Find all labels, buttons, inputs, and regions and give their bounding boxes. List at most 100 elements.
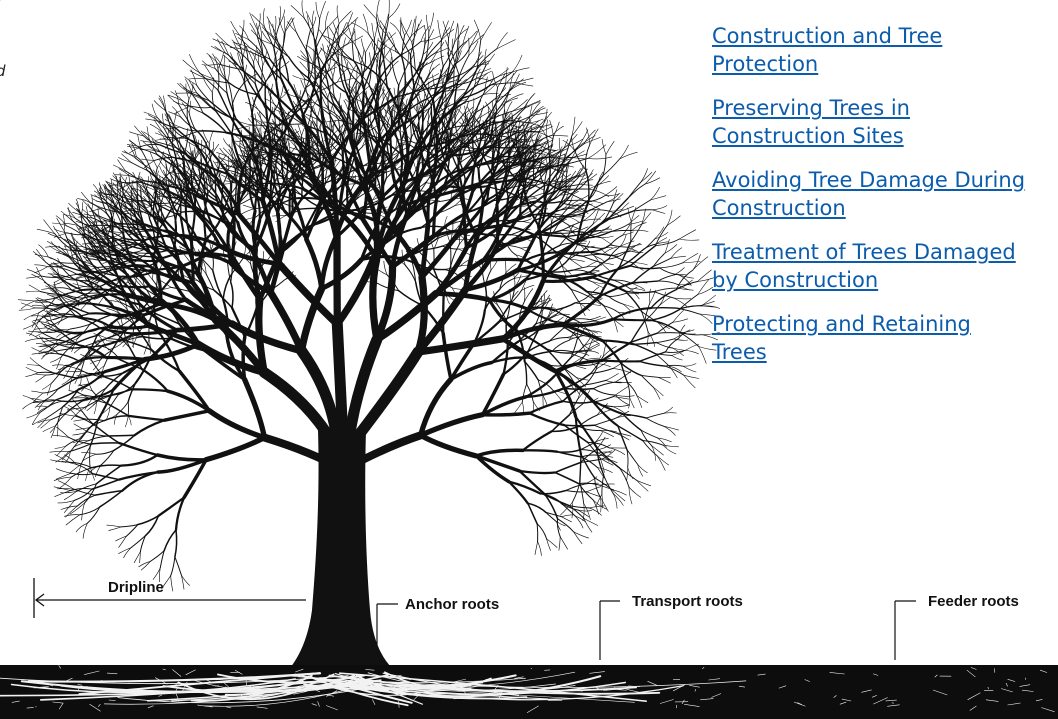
tree-branch (417, 376, 454, 438)
tree-branch (288, 56, 310, 79)
tree-branch (418, 73, 430, 93)
tree-branch (554, 176, 558, 190)
tree-branch (185, 78, 192, 94)
tree-branch (287, 137, 290, 149)
tree-branch (563, 176, 576, 188)
tree-branch (588, 505, 605, 509)
tree-branch (492, 100, 495, 116)
tree-branch (100, 223, 120, 232)
tree-branch (121, 252, 133, 257)
tree-branch (92, 398, 104, 406)
tree-branch (289, 147, 305, 154)
tree-branch (105, 340, 124, 343)
tree-branch (583, 390, 591, 404)
tree-branch (598, 452, 610, 462)
tree-branch (396, 163, 404, 170)
tree-branch (608, 245, 622, 260)
tree-branch (531, 165, 551, 169)
tree-branch (59, 276, 84, 291)
tree-branch (144, 286, 155, 307)
tree-branch (49, 289, 60, 295)
tree-branch (449, 340, 477, 382)
tree-branch (230, 281, 234, 309)
tree-branch (377, 14, 384, 32)
tree-branch (559, 233, 570, 247)
tree-branch (399, 92, 408, 104)
tree-branch (505, 101, 513, 117)
tree-branch (381, 30, 384, 56)
tree-branch (627, 466, 634, 479)
tree-branch (57, 268, 62, 280)
tree-branch (356, 67, 367, 79)
tree-branch (131, 143, 137, 157)
tree-branch (104, 327, 118, 335)
tree-branch (583, 518, 593, 533)
tree-branch (176, 260, 179, 276)
tree-branch (291, 17, 297, 33)
tree-branch (403, 128, 433, 183)
tree-branch (519, 169, 542, 185)
tree-branch (534, 170, 547, 187)
tree-branch (68, 202, 80, 213)
tree-branch (318, 87, 336, 107)
tree-branch (48, 340, 58, 352)
tree-branch (542, 395, 548, 406)
tree-branch (478, 149, 493, 174)
root-strand (384, 671, 492, 689)
tree-crown (17, 0, 721, 592)
tree-branch (509, 78, 524, 91)
tree-branch (521, 383, 528, 403)
tree-branch (87, 225, 90, 242)
tree-branch (495, 87, 499, 112)
tree-branch (353, 60, 365, 89)
tree-branch (525, 357, 552, 367)
feeder-root-fiber (155, 677, 168, 685)
tree-branch (34, 254, 49, 258)
tree-branch (576, 323, 579, 340)
tree-branch (386, 274, 400, 292)
tree-branch (20, 300, 35, 310)
tree-branch (537, 184, 550, 227)
tree-branch (582, 245, 595, 251)
tree-branch (378, 115, 386, 134)
tree-branch (413, 91, 423, 111)
tree-branch (636, 395, 649, 403)
tree-branch (325, 133, 334, 151)
tree-branch (486, 175, 509, 181)
tree-branch (258, 63, 267, 83)
tree-branch (539, 489, 567, 495)
tree-branch (365, 90, 367, 104)
tree-branch (32, 251, 46, 263)
tree-branch (50, 459, 70, 463)
tree-branch (165, 163, 167, 178)
tree-branch (520, 211, 531, 217)
tree-branch (398, 65, 408, 87)
tree-branch (78, 228, 89, 242)
tree-branch (75, 273, 87, 277)
tree-branch (595, 438, 609, 443)
tree-branch (182, 100, 204, 114)
tree-branch (178, 322, 207, 352)
tree-branch (662, 412, 677, 414)
tree-branch (164, 119, 180, 128)
tree-branch (44, 388, 59, 401)
tree-branch (217, 243, 282, 267)
tree-branch (300, 207, 324, 210)
tree-branch (364, 274, 379, 284)
tree-branch (89, 442, 120, 445)
tree-branch (338, 10, 352, 24)
tree-branch (618, 241, 632, 269)
tree-branch (232, 29, 241, 47)
tree-branch (657, 437, 667, 448)
tree-branch (600, 341, 632, 362)
tree-branch (293, 165, 308, 182)
tree-branch (127, 191, 139, 196)
tree-branch (679, 229, 696, 240)
tree-branch (602, 154, 607, 177)
tree-branch (423, 89, 432, 106)
tree-branch (31, 411, 41, 425)
tree-branch (578, 509, 590, 518)
tree-branch (150, 178, 156, 190)
tree-branch (100, 450, 115, 466)
tree-branch (627, 183, 646, 199)
